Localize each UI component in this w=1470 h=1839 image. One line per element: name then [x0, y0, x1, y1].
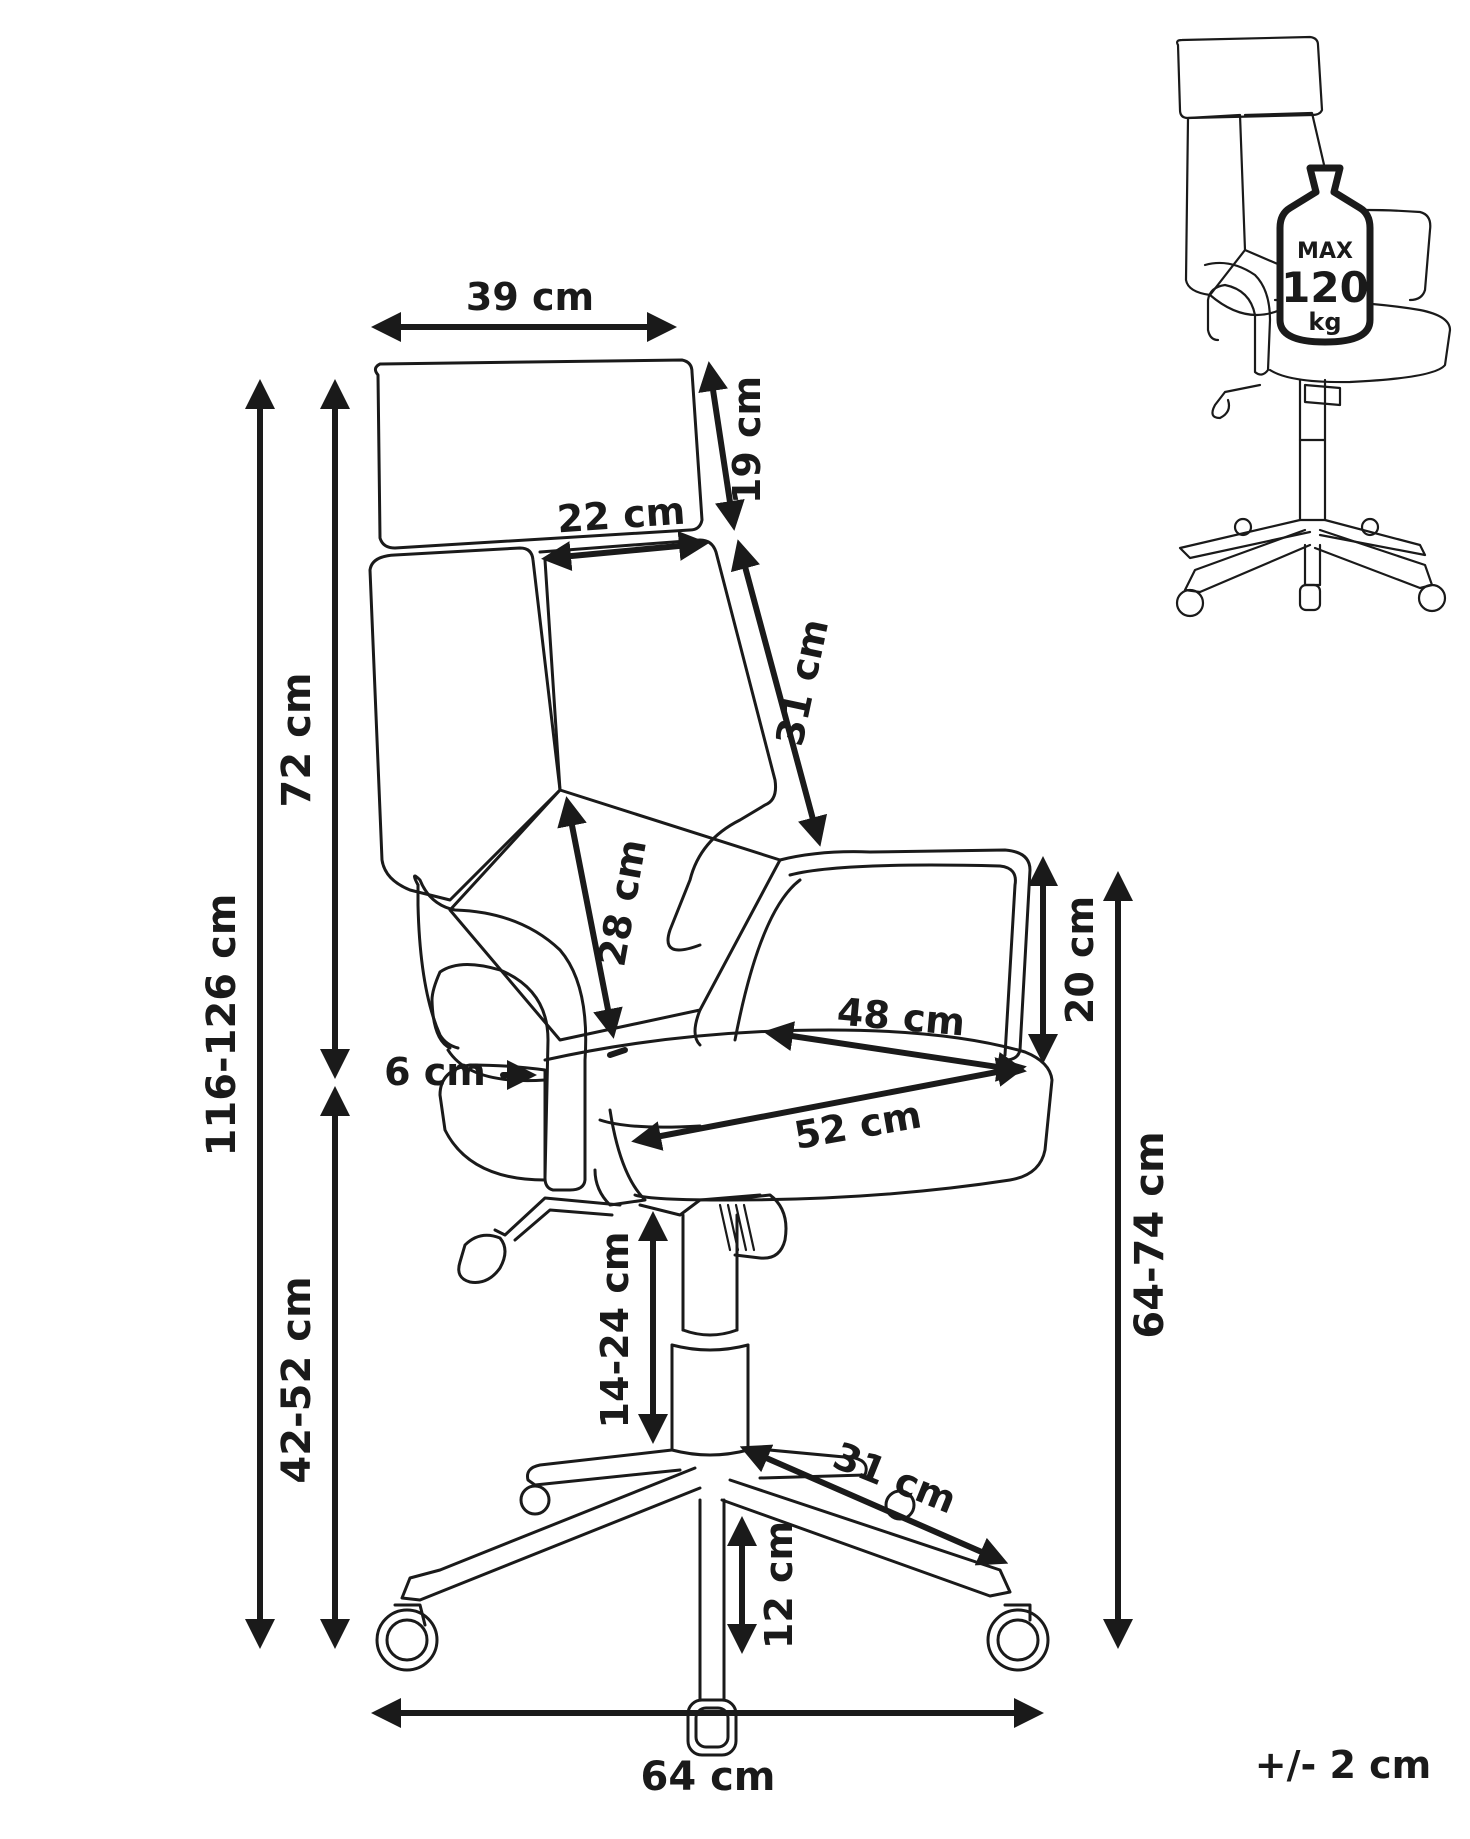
base-width-label: 64 cm	[641, 1754, 776, 1800]
backrest-side-arrow	[730, 539, 828, 847]
headrest-height-label: 19 cm	[725, 376, 769, 504]
dimension-labels: 39 cm 19 cm 22 cm 31 cm 28 cm 6 cm 48 cm…	[199, 275, 1431, 1800]
seat-width-label: 52 cm	[791, 1092, 925, 1158]
base-leg-arrow	[739, 1444, 1009, 1566]
max-load-unit: kg	[1308, 308, 1341, 336]
headrest-height-arrow	[698, 361, 745, 531]
backrest-top-width-arrow	[541, 531, 709, 571]
max-label: MAX	[1297, 239, 1353, 264]
headrest-width-label: 39 cm	[466, 275, 594, 319]
small-chair-outline	[1175, 35, 1452, 618]
armrest-gap-label: 6 cm	[384, 1050, 486, 1094]
tolerance-label: +/- 2 cm	[1255, 1743, 1432, 1787]
armrest-gap-inner	[607, 1047, 628, 1058]
base-leg-label: 31 cm	[827, 1434, 962, 1523]
armrest-height-label: 20 cm	[1058, 896, 1102, 1024]
base-height-label: 12 cm	[757, 1521, 801, 1649]
seat-width-arrow	[631, 1057, 1027, 1151]
max-load-value: 120	[1281, 263, 1369, 312]
backrest-height-label: 72 cm	[274, 673, 320, 808]
dimension-lines	[245, 312, 1133, 1728]
max-load-thumbnail: MAX 120 kg	[1175, 35, 1452, 618]
armrest-total-height-label: 64-74 cm	[1127, 1131, 1173, 1338]
backrest-to-seat-arrow	[557, 796, 623, 1039]
seat-height-label: 42-52 cm	[274, 1276, 320, 1483]
total-height-label: 116-126 cm	[199, 894, 245, 1157]
backrest-to-seat-label: 28 cm	[589, 836, 655, 970]
backrest-top-width-label: 22 cm	[556, 489, 687, 542]
gas-lift-label: 14-24 cm	[593, 1232, 637, 1429]
weight-icon	[1276, 164, 1374, 346]
seat-depth-label: 48 cm	[835, 990, 967, 1045]
